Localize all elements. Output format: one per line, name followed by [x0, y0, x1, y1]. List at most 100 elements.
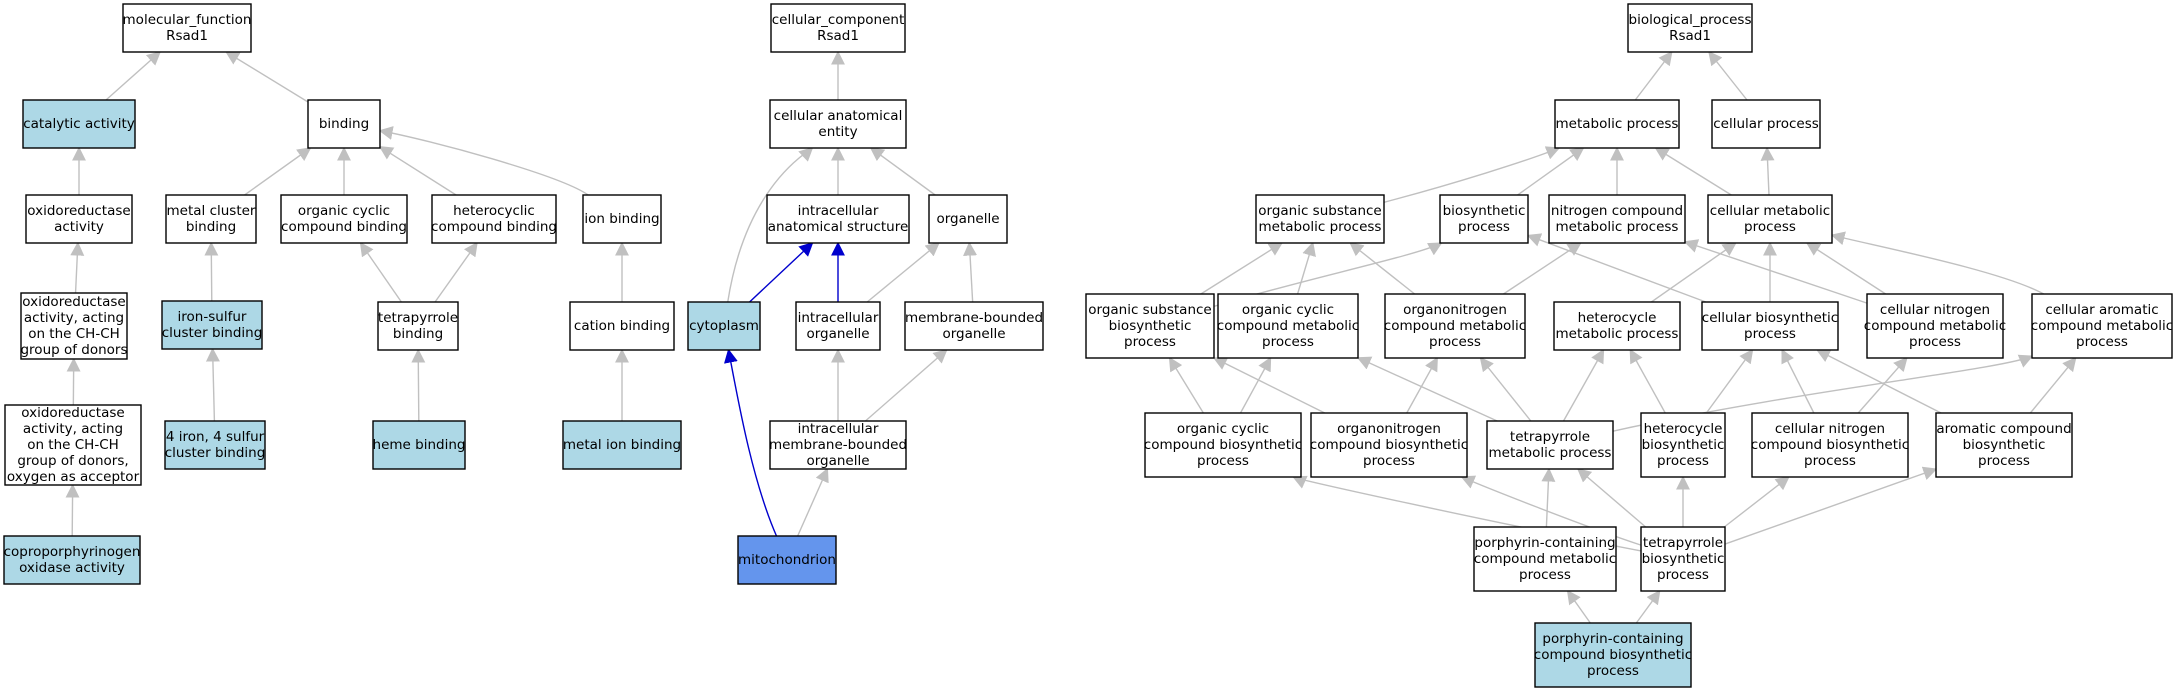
go-term-label: intracellular: [798, 310, 879, 326]
edge-intra-organelle-to-organelle: [866, 242, 940, 303]
go-term-node-metal-ion[interactable]: metal ion binding: [562, 420, 682, 470]
go-term-box: [766, 194, 910, 244]
edge-tetra-met-to-organonit-met: [1479, 356, 1532, 422]
go-term-label: biosynthetic: [1642, 551, 1725, 567]
go-term-label: cluster binding: [165, 445, 266, 461]
go-term-node-catalytic[interactable]: catalytic activity: [22, 99, 136, 149]
go-term-box: [1085, 293, 1215, 359]
go-term-label: tetrapyrrole: [1510, 429, 1590, 445]
go-term-label: process: [1978, 453, 2030, 469]
edge-oxido-chch-to-oxidoreductase: [70, 241, 85, 294]
edge-cytoplasm-to-cell-anat: [727, 147, 814, 303]
go-term-label: compound binding: [281, 219, 407, 235]
edge-org-cyc-met-to-org-sub-met: [1296, 241, 1316, 295]
go-term-node-organelle[interactable]: organelle: [928, 194, 1008, 244]
go-term-box: [2031, 293, 2173, 359]
go-term-label: oxidoreductase: [27, 203, 130, 219]
go-term-label: cellular nitrogen: [1880, 302, 1990, 318]
go-term-box: [687, 301, 761, 351]
go-term-node-cytoplasm[interactable]: cytoplasm: [687, 301, 761, 351]
go-term-node-binding[interactable]: binding: [307, 99, 381, 149]
go-term-node-mitochondrion[interactable]: mitochondrion: [737, 535, 837, 585]
go-term-node-cellular-proc[interactable]: cellular process: [1711, 99, 1821, 149]
go-term-label: cation binding: [574, 318, 670, 334]
go-term-label: organic cyclic: [1242, 302, 1334, 318]
go-term-label: activity, acting: [24, 310, 124, 326]
go-term-box: [22, 99, 136, 149]
go-term-label: heterocyclic: [453, 203, 535, 219]
edge-intra-mem-org-to-membrane-org: [864, 349, 948, 422]
go-term-label: group of donors,: [17, 453, 128, 469]
go-term-box: [20, 292, 128, 360]
go-term-label: biosynthetic: [1963, 437, 2046, 453]
go-term-box: [1554, 99, 1680, 149]
go-term-box: [307, 99, 381, 149]
go-term-box: [1627, 3, 1753, 53]
edge-aro-bio-to-cell-aro-met: [2029, 356, 2077, 414]
go-term-label: compound biosynthetic: [1751, 437, 1909, 453]
go-term-node-cation-binding[interactable]: cation binding: [569, 301, 675, 351]
go-term-node-heme[interactable]: heme binding: [372, 420, 466, 470]
go-term-node-metabolic[interactable]: metabolic process: [1554, 99, 1680, 149]
go-term-box: [1640, 412, 1726, 478]
go-term-label: coproporphyrinogen: [4, 544, 141, 560]
go-term-label: cellular_component: [772, 12, 904, 28]
go-term-label: tetrapyrrole: [378, 310, 458, 326]
go-term-label: binding: [186, 219, 236, 235]
go-term-label: on the CH-CH: [27, 437, 119, 453]
go-term-label: organic cyclic: [1177, 421, 1269, 437]
edge-membrane-org-to-organelle: [963, 241, 978, 303]
go-term-box: [1548, 194, 1686, 244]
go-term-box: [165, 194, 257, 244]
go-term-label: cellular aromatic: [2045, 302, 2158, 318]
go-term-label: intracellular: [798, 421, 879, 437]
go-term-label: process: [1124, 334, 1176, 350]
go-term-node-ion-binding[interactable]: ion binding: [582, 194, 662, 244]
go-term-box: [1534, 622, 1692, 688]
go-term-label: metal ion binding: [563, 437, 681, 453]
go-term-label: compound biosynthetic: [1534, 647, 1692, 663]
edge-org-cyc-bio-to-org-sub-bio: [1168, 356, 1204, 414]
edge-tetrapyrrole-binding-to-heterocyclic-binding: [434, 241, 478, 303]
go-term-label: metabolic process: [1259, 219, 1382, 235]
go-term-label: process: [1458, 219, 1510, 235]
